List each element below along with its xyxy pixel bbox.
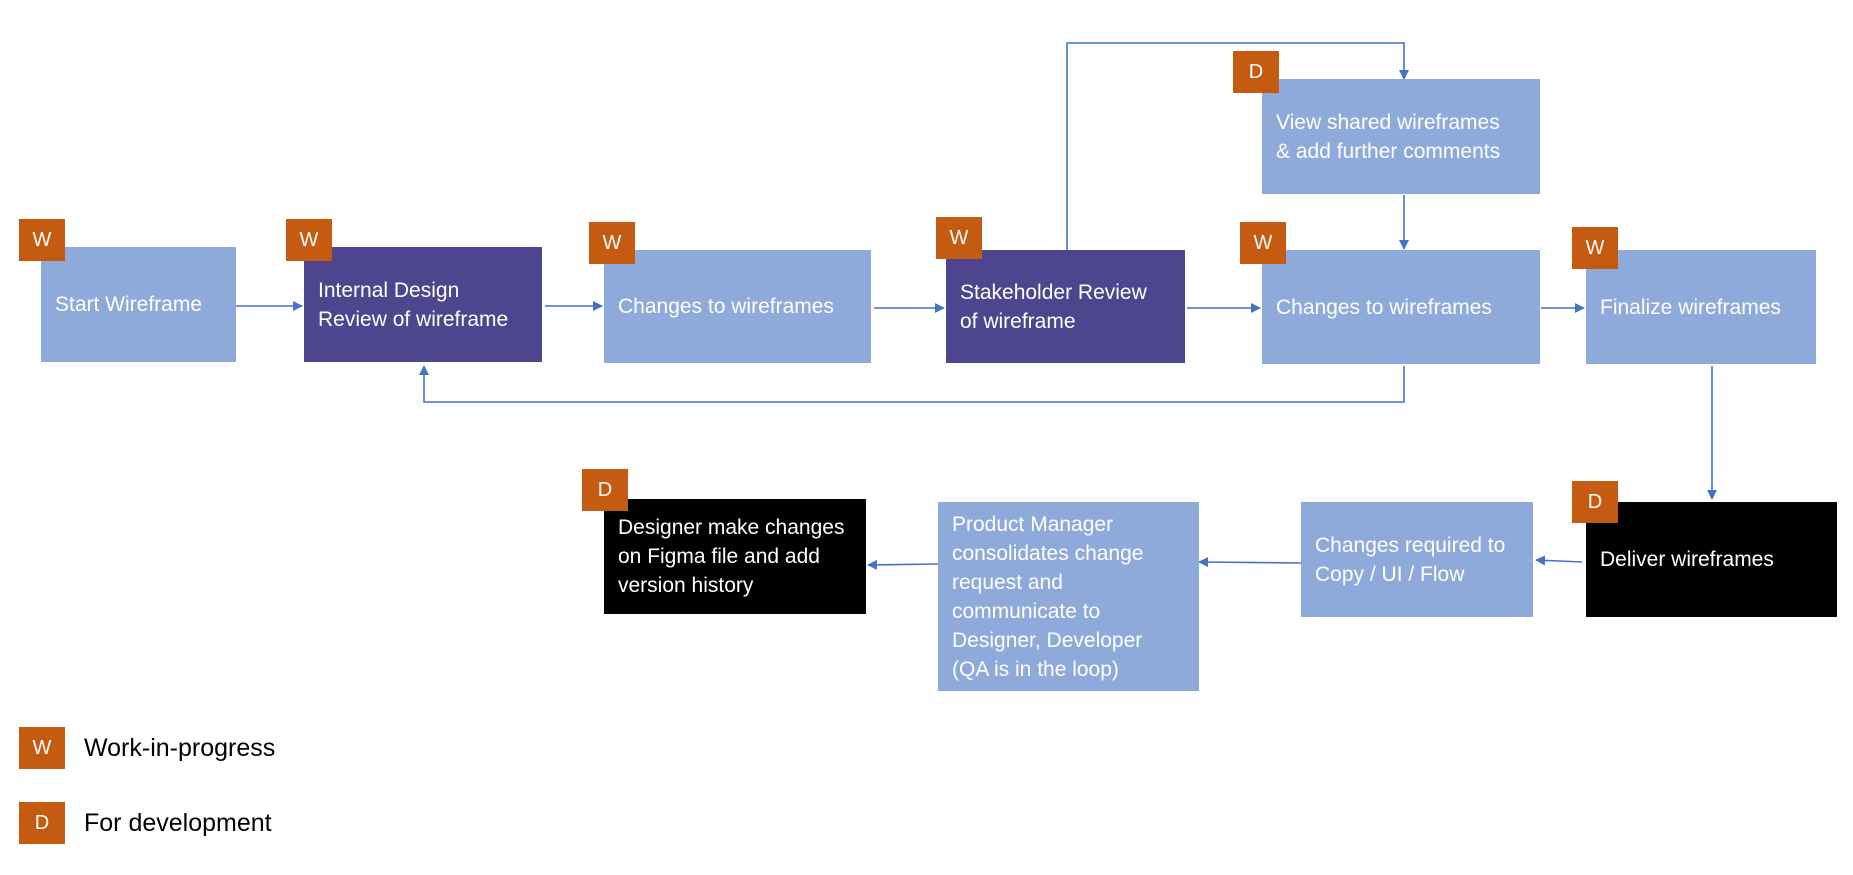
badge-wip: W bbox=[589, 222, 635, 264]
badge-dev: D bbox=[1233, 51, 1279, 93]
node-start-wireframe: Start Wireframe bbox=[41, 247, 236, 362]
node-designer-make-changes: Designer make changes on Figma file and … bbox=[604, 499, 866, 614]
connector-stakeholder-review-to-view-shared bbox=[1066, 42, 1409, 250]
node-finalize-wireframes: Finalize wireframes bbox=[1586, 250, 1816, 364]
node-changes-to-wireframes-1: Changes to wireframes bbox=[604, 250, 871, 363]
node-label: Start Wireframe bbox=[55, 293, 203, 316]
legend-label-wip: Work-in-progress bbox=[84, 734, 276, 762]
connector-deliver-to-changes-required bbox=[1535, 555, 1583, 566]
connector-pm-to-designer-changes bbox=[867, 559, 939, 570]
legend-label-dev: For development bbox=[84, 809, 272, 837]
node-label: Finalize wireframes bbox=[1600, 295, 1781, 319]
node-deliver-wireframes: Deliver wireframes bbox=[1586, 502, 1837, 617]
node-label: View shared wireframes & add further com… bbox=[1276, 110, 1501, 163]
node-label: Product Manager consolidates change requ… bbox=[952, 512, 1144, 681]
badge-dev: D bbox=[1572, 481, 1618, 523]
connector-changes-required-to-pm bbox=[1198, 557, 1304, 568]
badge-wip: W bbox=[19, 219, 65, 261]
node-changes-required: Changes required to Copy / UI / Flow bbox=[1301, 502, 1533, 617]
node-label: Changes to wireframes bbox=[1276, 295, 1492, 319]
badge-wip: W bbox=[936, 217, 982, 259]
node-changes-to-wireframes-2: Changes to wireframes bbox=[1262, 250, 1540, 364]
badge-wip: W bbox=[1572, 227, 1618, 269]
node-internal-design-review: Internal Design Review of wireframe bbox=[304, 247, 542, 362]
node-label: Changes required to Copy / UI / Flow bbox=[1315, 533, 1506, 586]
node-product-manager-consolidates: Product Manager consolidates change requ… bbox=[938, 502, 1199, 691]
node-label: Stakeholder Review of wireframe bbox=[960, 280, 1147, 333]
badge-dev: D bbox=[582, 469, 628, 511]
badge-wip: W bbox=[1240, 222, 1286, 264]
node-view-shared-wireframes: View shared wireframes & add further com… bbox=[1262, 79, 1540, 194]
node-label: Changes to wireframes bbox=[618, 295, 834, 318]
legend-badge-dev: D bbox=[19, 802, 65, 844]
node-label: Internal Design Review of wireframe bbox=[318, 278, 509, 331]
badge-wip: W bbox=[286, 219, 332, 261]
legend-badge-wip: W bbox=[19, 727, 65, 769]
node-stakeholder-review: Stakeholder Review of wireframe bbox=[946, 250, 1185, 363]
node-label: Deliver wireframes bbox=[1600, 548, 1774, 571]
connector-changes-2-back-to-internal-review bbox=[419, 365, 1405, 403]
node-label: Designer make changes on Figma file and … bbox=[618, 516, 845, 597]
